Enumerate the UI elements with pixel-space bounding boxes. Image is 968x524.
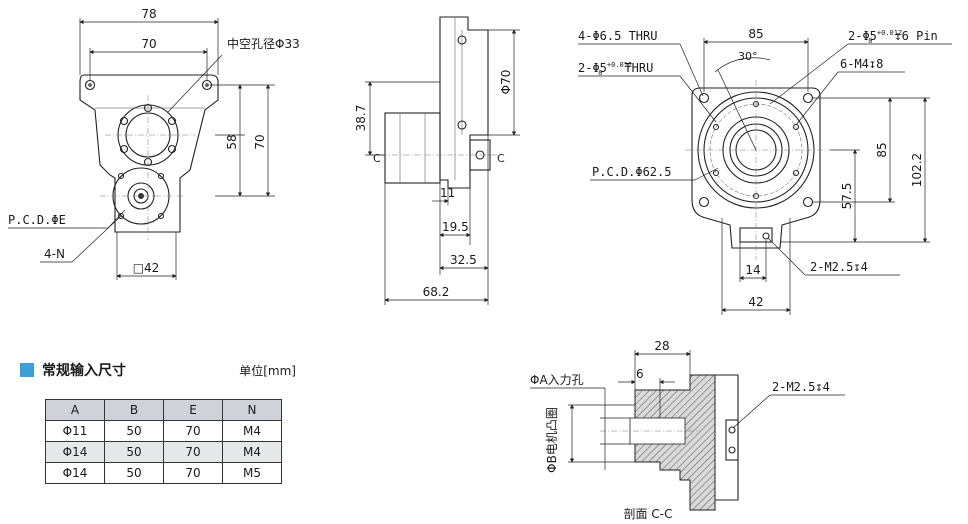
- table-row: Φ11 50 70 M4: [45, 420, 282, 442]
- dim-right-42: 42: [748, 295, 763, 309]
- table-header-cell: A: [45, 399, 105, 421]
- front-motor-holes: [117, 172, 165, 220]
- dim-front-58: 58: [225, 134, 239, 149]
- input-dimensions-table: A B E N Φ11 50 70 M4 Φ14 50 70 M4 Φ14 50…: [45, 399, 282, 484]
- dim-side-68-2: 68.2: [423, 285, 450, 299]
- dim-side-19-5: 19.5: [442, 220, 469, 234]
- dim-right-102-2: 102.2: [910, 153, 924, 187]
- legend-title: 常规输入尺寸: [42, 363, 126, 379]
- table-cell: 70: [163, 462, 223, 484]
- dim-front-70: 70: [253, 134, 267, 149]
- dim-right-85-top: 85: [748, 27, 763, 41]
- label-section-motor-boss: ΦB电机凸圈: [545, 407, 559, 473]
- label-right-m25: 2-M2.5↧4: [810, 260, 868, 274]
- dim-side-phi70: Φ70: [499, 70, 513, 95]
- label-right-thru: 4-Φ6.5 THRU: [578, 29, 657, 43]
- label-section-input-hole: ΦA入力孔: [530, 373, 584, 387]
- right-flange-outline: [691, 87, 821, 249]
- table-cell: 50: [104, 462, 164, 484]
- table-cell: Φ14: [45, 462, 105, 484]
- table-cell: Φ14: [45, 441, 105, 463]
- front-view: 78 70 中空孔径Φ33 58 70 P.C.D.ΦE 4-N □42: [8, 7, 300, 280]
- side-flange-outline: [439, 16, 489, 189]
- front-corner-hole: [84, 79, 96, 91]
- section-caption: 剖面 C-C: [624, 507, 673, 521]
- label-section-m25: 2-M2.5↧4: [772, 380, 830, 394]
- table-header-cell: E: [163, 399, 223, 421]
- label-front-4n: 4-N: [44, 247, 65, 261]
- table-cell: 50: [104, 420, 164, 442]
- label-right-angle: 30°: [738, 50, 758, 63]
- dim-side-38-7: 38.7: [354, 105, 368, 132]
- table-header-cell: N: [222, 399, 282, 421]
- table-cell: 70: [163, 441, 223, 463]
- table-cell: Φ11: [45, 420, 105, 442]
- label-right-pcd: P.C.D.Φ62.5: [592, 165, 671, 179]
- front-flange-outline: [79, 74, 219, 233]
- dim-right-14: 14: [745, 263, 760, 277]
- section-mark-right: C: [497, 152, 505, 165]
- label-hollow-diameter: 中空孔径Φ33: [227, 36, 300, 51]
- dim-section-28: 28: [654, 339, 669, 353]
- dim-side-32-5: 32.5: [450, 253, 477, 267]
- label-right-m4: 6-M4↧8: [840, 57, 883, 71]
- table-header-row: A B E N: [45, 399, 282, 421]
- legend-unit: 单位[mm]: [239, 363, 296, 378]
- dim-side-11: 11: [440, 186, 455, 200]
- section-view: 28 6 ΦA入力孔 ΦB电机凸圈 2-M2.5↧4 剖面 C-C: [530, 339, 845, 521]
- table-cell: M4: [222, 441, 282, 463]
- table-header-cell: B: [104, 399, 164, 421]
- dim-front-width: 78: [141, 7, 156, 21]
- dim-front-hole-spacing: 70: [141, 37, 156, 51]
- section-mark-left: C: [373, 152, 381, 165]
- table-cell: M4: [222, 420, 282, 442]
- legend-title-row: 常规输入尺寸 单位[mm]: [20, 358, 320, 382]
- table-cell: 70: [163, 420, 223, 442]
- dim-front-square-42: □42: [133, 261, 160, 275]
- table-cell: 50: [104, 441, 164, 463]
- input-dimensions-legend: 常规输入尺寸 单位[mm]: [20, 358, 320, 382]
- dim-right-85: 85: [875, 142, 889, 157]
- legend-color-square: [20, 363, 34, 377]
- dim-right-57-5: 57.5: [840, 183, 854, 210]
- label-front-pcd-e: P.C.D.ΦE: [8, 213, 66, 227]
- side-view: 38.7 Φ70 C C 11 19.5 32.5 68.2: [354, 16, 520, 305]
- table-row: Φ14 50 70 M4: [45, 441, 282, 463]
- side-motor-adapter: [384, 112, 441, 184]
- dim-section-6: 6: [636, 367, 644, 381]
- table-row: Φ14 50 70 M5: [45, 462, 282, 484]
- table-cell: M5: [222, 462, 282, 484]
